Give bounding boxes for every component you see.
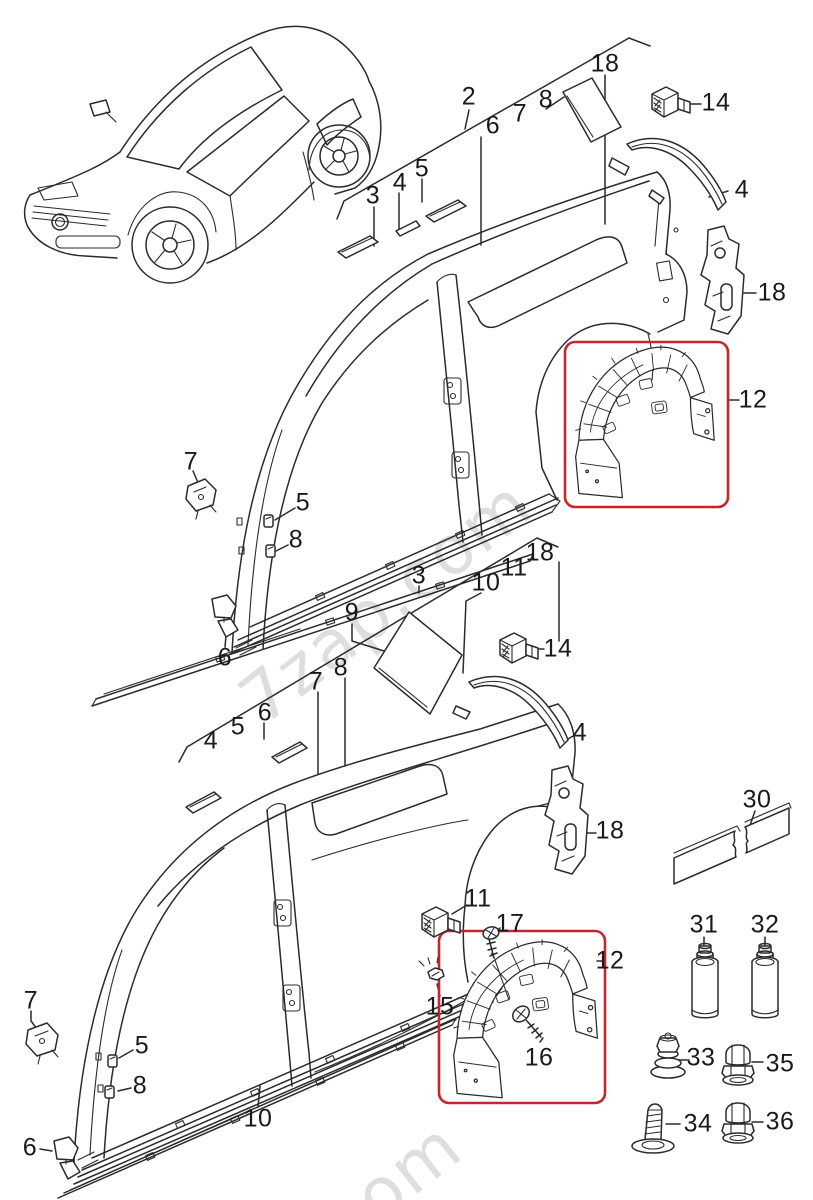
part-label-34[interactable]: 34 [683, 1109, 713, 1138]
part-label-16[interactable]: 16 [524, 1043, 554, 1072]
part-label-6[interactable]: 6 [22, 1133, 38, 1162]
part-label-5[interactable]: 5 [134, 1031, 150, 1060]
part-label-18[interactable]: 18 [590, 49, 620, 78]
part-label-7[interactable]: 7 [23, 986, 39, 1015]
part-label-3[interactable]: 3 [365, 181, 381, 210]
highlight-box-wheelhouse-liner-bottom[interactable] [437, 929, 607, 1105]
part-label-8[interactable]: 8 [538, 85, 554, 114]
part-label-12[interactable]: 12 [595, 946, 625, 975]
part-label-17[interactable]: 17 [495, 909, 525, 938]
highlight-box-wheelhouse-liner-top[interactable] [563, 340, 730, 509]
part-label-18[interactable]: 18 [595, 816, 625, 845]
part-label-8[interactable]: 8 [132, 1071, 148, 1100]
part-label-15[interactable]: 15 [425, 992, 455, 1021]
part-label-14[interactable]: 14 [543, 634, 573, 663]
part-label-5[interactable]: 5 [295, 488, 311, 517]
vehicle-thumbnail [23, 25, 382, 284]
part-label-5[interactable]: 5 [230, 712, 246, 741]
part-label-9[interactable]: 9 [344, 598, 360, 627]
watermark-text-partial: 7zap.com [155, 1106, 477, 1200]
part-label-2[interactable]: 2 [461, 82, 477, 111]
part-label-6[interactable]: 6 [257, 698, 273, 727]
part-label-35[interactable]: 35 [765, 1049, 795, 1078]
part-label-14[interactable]: 14 [701, 88, 731, 117]
part-label-10[interactable]: 10 [471, 568, 501, 597]
part-label-7[interactable]: 7 [183, 447, 199, 476]
part-label-12[interactable]: 12 [738, 385, 768, 414]
part-label-10[interactable]: 10 [243, 1104, 273, 1133]
upper-side-panel-drawing [91, 171, 688, 707]
callout-leader-lines [30, 37, 766, 1152]
lower-side-panel-drawing [57, 703, 576, 1199]
part-label-32[interactable]: 32 [750, 910, 780, 939]
part-label-36[interactable]: 36 [765, 1107, 795, 1136]
highlight-boxes [437, 340, 730, 1105]
small-parts [25, 77, 792, 1180]
part-label-8[interactable]: 8 [333, 653, 349, 682]
part-label-4[interactable]: 4 [392, 168, 408, 197]
part-label-18[interactable]: 18 [757, 278, 787, 307]
part-label-30[interactable]: 30 [742, 785, 772, 814]
part-label-18[interactable]: 18 [525, 538, 555, 567]
part-label-6[interactable]: 6 [485, 111, 501, 140]
part-label-31[interactable]: 31 [689, 910, 719, 939]
part-label-11[interactable]: 11 [464, 884, 492, 913]
part-label-4[interactable]: 4 [572, 718, 588, 747]
part-label-6[interactable]: 6 [217, 643, 233, 672]
part-label-33[interactable]: 33 [686, 1043, 716, 1072]
part-label-7[interactable]: 7 [512, 99, 528, 128]
part-label-11[interactable]: 11 [500, 553, 528, 582]
part-label-8[interactable]: 8 [288, 525, 304, 554]
part-label-5[interactable]: 5 [414, 154, 430, 183]
part-label-3[interactable]: 3 [411, 561, 427, 590]
part-label-4[interactable]: 4 [203, 726, 219, 755]
part-label-4[interactable]: 4 [734, 175, 750, 204]
part-label-7[interactable]: 7 [308, 667, 324, 696]
